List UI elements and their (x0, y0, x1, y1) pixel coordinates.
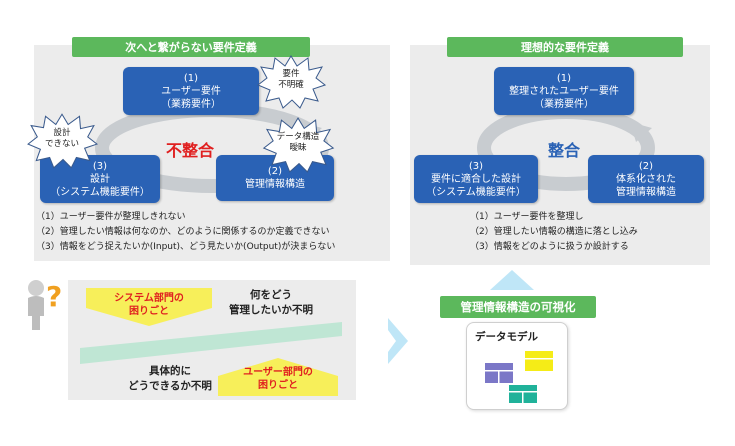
transition-chevron (388, 318, 408, 364)
star-line: データ構造 (276, 132, 320, 142)
left-user-requirements-box: (1) ユーザー要件 （業務要件） (123, 67, 259, 115)
right-title: 理想的な要件定義 (447, 37, 683, 57)
text-line: 具体的に (149, 365, 191, 377)
entity-box-teal (509, 385, 537, 403)
right-design-box: (3) 要件に適合した設計 （システム機能要件） (414, 155, 538, 203)
match-label: 整合 (548, 141, 581, 160)
star-unclear-text: 要件 不明確 (268, 69, 314, 91)
box-line: （業務要件） (161, 98, 221, 110)
system-dept-label: システム部門の 困りごと (94, 292, 204, 318)
right-step-list: （1）ユーザー要件を整理し （2）管理したい情報の構造に落とし込み （3）情報を… (470, 210, 638, 255)
up-arrow (490, 270, 534, 290)
text-line: 管理したいか不明 (229, 304, 313, 316)
box-line: ユーザー要件 (161, 85, 221, 97)
box-number: (2) (267, 166, 283, 177)
star-line: 要件 (282, 69, 300, 79)
user-dept-problem-text: 具体的に どうできるか不明 (118, 364, 222, 394)
left-title: 次へと繋がらない要件定義 (72, 37, 310, 57)
star-line: 不明確 (278, 80, 304, 90)
label-line: 困りごと (129, 306, 169, 317)
box-number: (1) (556, 72, 572, 84)
viz-title: 管理情報構造の可視化 (440, 296, 596, 318)
star-callout-cannot-design (27, 113, 98, 169)
right-info-structure-box: (2) 体系化された 管理情報構造 (588, 155, 704, 203)
svg-text:?: ? (46, 280, 62, 313)
text-line: どうできるか不明 (128, 380, 212, 392)
system-dept-problem-text: 何をどう 管理したいか不明 (216, 288, 326, 318)
text-line: 何をどう (250, 289, 292, 301)
box-number: (2) (638, 160, 654, 172)
box-line: 管理情報構造 (616, 186, 676, 198)
left-design-box: (3) 設計 （システム機能要件） (40, 155, 160, 203)
box-line: （システム機能要件） (426, 186, 526, 198)
mismatch-label: 不整合 (166, 141, 215, 160)
box-number: (3) (468, 160, 484, 172)
box-line: 管理情報構造 (245, 179, 305, 190)
box-line: （システム機能要件） (50, 186, 150, 198)
star-callout-ambiguous-data (262, 117, 335, 173)
star-line: 曖昧 (289, 143, 307, 153)
user-dept-label: ユーザー部門の 困りごと (224, 366, 332, 392)
label-line: システム部門の (114, 293, 184, 304)
label-line: ユーザー部門の (243, 367, 313, 378)
box-number: (1) (183, 72, 199, 84)
right-user-requirements-box: (1) 整理されたユーザー要件 （業務要件） (494, 67, 634, 115)
data-model-label: データモデル (475, 331, 538, 343)
data-model-card: データモデル (466, 322, 568, 410)
user-dept-arrow (218, 358, 338, 396)
list-item: （3）情報をどう捉えたいか(Input)、どう見たいか(Output)が決まらな… (36, 242, 336, 252)
gap-divider-bar (80, 322, 342, 364)
star-line: 設計 (53, 128, 71, 138)
entity-box-purple (485, 363, 513, 383)
left-issue-list: （1）ユーザー要件が整理しきれない （2）管理したい情報は何なのか、どのように関… (36, 210, 335, 255)
star-cannot-design-text: 設計 できない (38, 128, 86, 150)
star-line: できない (44, 139, 79, 149)
list-item: （2）管理したい情報の構造に落とし込み (470, 227, 638, 237)
star-ambiguous-data-text: データ構造 曖昧 (270, 132, 326, 154)
label-line: 困りごと (258, 380, 298, 391)
box-line: 要件に適合した設計 (431, 173, 521, 185)
confused-person-icon: ? (28, 280, 62, 330)
entity-box-yellow (525, 351, 553, 371)
box-line: （業務要件） (534, 98, 594, 110)
box-number: (3) (92, 160, 108, 172)
box-line: 整理されたユーザー要件 (509, 85, 619, 97)
list-item: （2）管理したい情報は何なのか、どのように関係するのか定義できない (36, 227, 330, 237)
box-line: 体系化された (616, 173, 676, 185)
list-item: （1）ユーザー要件を整理し (470, 212, 584, 222)
list-item: （1）ユーザー要件が整理しきれない (36, 212, 186, 222)
box-line: 設計 (90, 173, 110, 185)
star-callout-unclear (257, 55, 326, 109)
system-dept-arrow (86, 288, 212, 326)
list-item: （3）情報をどのように扱うか設計する (470, 242, 629, 252)
